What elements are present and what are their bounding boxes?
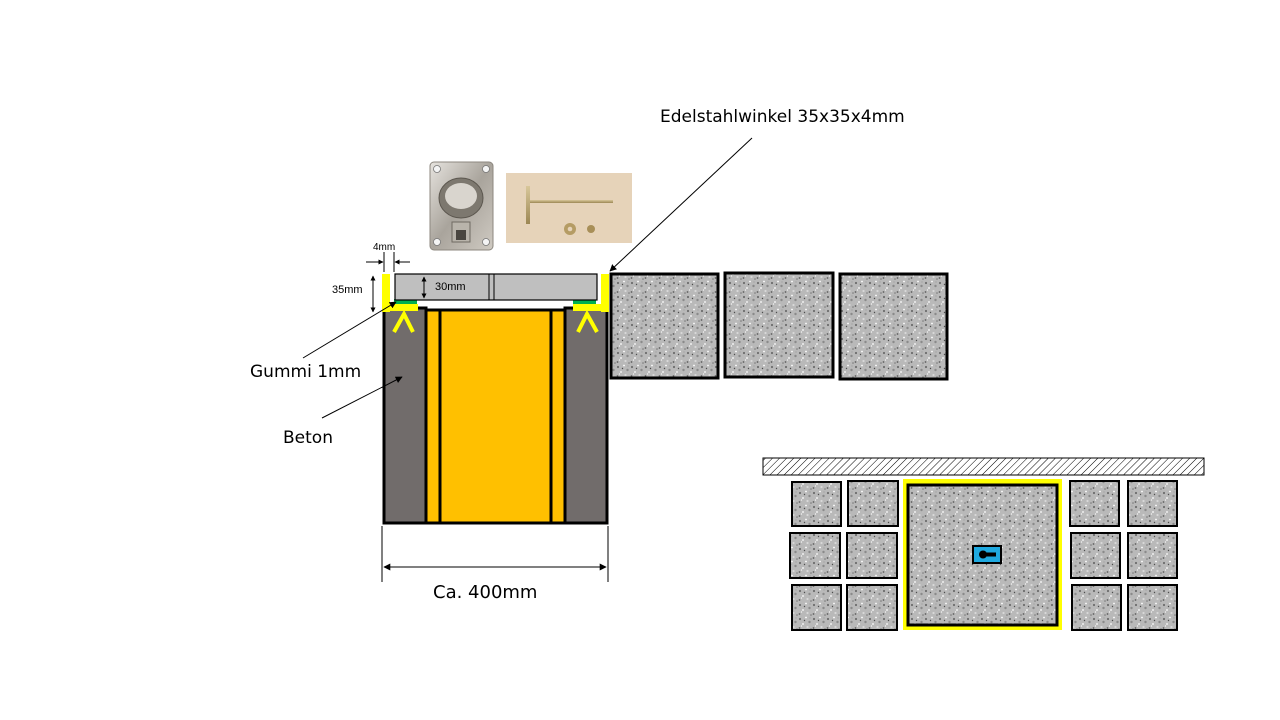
paving-stone <box>723 271 835 379</box>
paving-stone <box>838 272 949 381</box>
dim-35mm: 35mm <box>332 275 376 313</box>
angle-steel-label: Edelstahlwinkel 35x35x4mm <box>660 107 905 127</box>
paving-stone <box>846 532 898 579</box>
lid-cover <box>394 273 598 301</box>
leader-angle-steel <box>609 137 753 272</box>
paving-stone <box>791 481 842 527</box>
paving-stone <box>847 480 899 527</box>
paving-stone <box>609 272 720 380</box>
concrete-wall-right <box>563 306 609 525</box>
steel-angle-left <box>382 274 418 333</box>
dim-4mm: 4mm <box>366 242 410 272</box>
plan-view <box>762 457 1205 631</box>
rubber-strip-right <box>573 299 596 304</box>
dim-width: Ca. 400mm <box>381 526 609 603</box>
dim-4mm-label: 4mm <box>373 242 395 253</box>
paving-stones-row <box>609 271 949 381</box>
leader-rubber <box>302 301 397 359</box>
dim-30mm-label: 30mm <box>435 281 466 293</box>
rubber-strip-left <box>394 299 417 304</box>
keyhole-icon <box>972 545 1002 564</box>
paving-stone <box>1127 480 1178 527</box>
leader-concrete <box>321 376 403 419</box>
t-handle-key-photo <box>506 173 632 243</box>
paving-stone <box>1127 532 1178 579</box>
concrete-label: Beton <box>283 428 333 448</box>
shaft <box>424 308 567 525</box>
paving-stone <box>1071 584 1122 631</box>
paving-stone <box>1070 532 1121 579</box>
wall-hatch <box>762 457 1205 476</box>
paving-stone <box>791 584 842 631</box>
paving-stone <box>789 532 841 579</box>
ring-pull-photo <box>425 160 497 252</box>
paving-stone <box>1127 584 1178 631</box>
dim-30mm: 30mm <box>421 276 466 299</box>
paving-stone <box>846 584 898 631</box>
concrete-wall-left <box>382 306 428 525</box>
width-label: Ca. 400mm <box>433 582 537 603</box>
rubber-label: Gummi 1mm <box>250 362 361 382</box>
steel-angle-right <box>573 274 609 333</box>
paving-stone <box>1069 480 1120 527</box>
dim-35mm-label: 35mm <box>332 284 363 296</box>
